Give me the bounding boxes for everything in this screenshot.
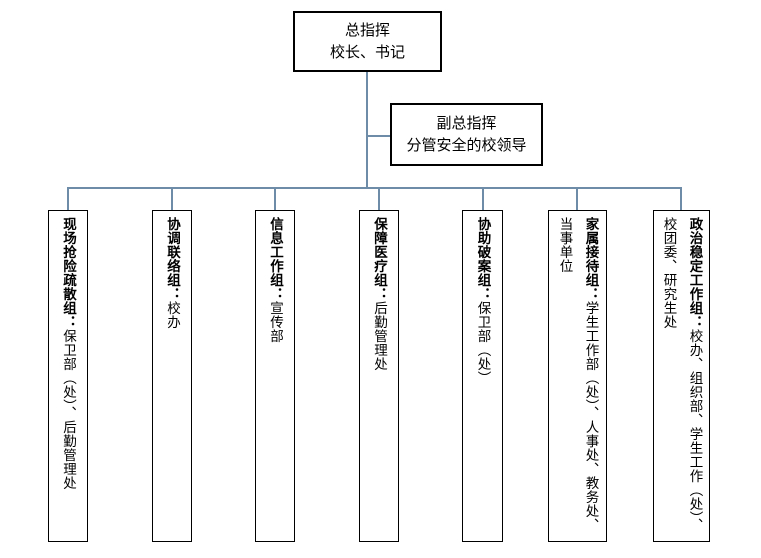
group-members: 校办: [165, 301, 180, 329]
group-text-column: 当事单位: [552, 217, 578, 541]
connector-commander-vertical: [366, 72, 368, 188]
commander-box: 总指挥 校长、书记: [293, 11, 442, 72]
group-heading: 保障医疗组：: [372, 217, 387, 301]
deputy-commander-box: 副总指挥 分管安全的校领导: [390, 103, 543, 166]
connector-branch-horizontal: [67, 187, 682, 189]
group-text-column: 信息工作组：宣传部: [266, 217, 284, 541]
group-text-column: 政治稳定工作组：校办、组织部、学生工作（处）、: [682, 217, 708, 541]
group-heading: 信息工作组：: [268, 217, 283, 301]
deputy-members: 分管安全的校领导: [406, 136, 527, 154]
group-text-column: 现场抢险疏散组：保卫部（处）、后勤管理处: [59, 217, 77, 541]
group-heading: 现场抢险疏散组：: [61, 217, 76, 329]
group-heading: 协调联络组：: [165, 217, 180, 301]
connector-stub-group-3: [274, 189, 276, 210]
group-heading: 家属接待组：: [583, 217, 599, 301]
group-members: 校办、组织部、学生工作（处）、: [687, 329, 703, 533]
group-box-case-assistance: 协助破案组：保卫部（处）: [462, 210, 503, 542]
group-text-column: 家属接待组：学生工作部（处）、人事处、教务处、: [578, 217, 604, 541]
deputy-title: 副总指挥: [436, 114, 497, 132]
connector-stub-group-6: [576, 189, 578, 210]
group-box-political-stability: 政治稳定工作组：校办、组织部、学生工作（处）、 校团委、研究生处: [653, 210, 710, 542]
group-text-column: 协助破案组：保卫部（处）: [474, 217, 492, 541]
group-text-column: 保障医疗组：后勤管理处: [370, 217, 388, 541]
group-heading: 协助破案组：: [475, 217, 491, 301]
group-members: 当事单位: [557, 217, 573, 273]
group-text-column: 校团委、研究生处: [656, 217, 682, 541]
connector-stub-group-2: [171, 189, 173, 210]
group-heading: 政治稳定工作组：: [687, 217, 703, 329]
group-members: 后勤管理处: [372, 301, 387, 371]
connector-stub-group-1: [67, 189, 69, 210]
connector-stub-group-4: [378, 189, 380, 210]
group-members: 宣传部: [268, 301, 283, 343]
group-box-onsite-rescue-evacuation: 现场抢险疏散组：保卫部（处）、后勤管理处: [48, 210, 88, 542]
group-box-information-work: 信息工作组：宣传部: [255, 210, 295, 542]
group-members: 学生工作部（处）、人事处、教务处、: [583, 301, 599, 533]
group-box-family-reception: 家属接待组：学生工作部（处）、人事处、教务处、 当事单位: [548, 210, 607, 542]
group-members: 保卫部（处）、后勤管理处: [61, 329, 76, 491]
group-text-column: 协调联络组：校办: [163, 217, 181, 541]
connector-stub-group-5: [482, 189, 484, 210]
group-members: 保卫部（处）: [475, 301, 491, 385]
connector-deputy-stub: [366, 135, 392, 137]
group-box-logistics-medical: 保障医疗组：后勤管理处: [359, 210, 399, 542]
group-members: 校团委、研究生处: [661, 217, 677, 329]
commander-members: 校长、书记: [329, 43, 405, 61]
commander-title: 总指挥: [344, 21, 390, 39]
connector-stub-group-7: [680, 189, 682, 210]
group-box-coordination-liaison: 协调联络组：校办: [152, 210, 192, 542]
